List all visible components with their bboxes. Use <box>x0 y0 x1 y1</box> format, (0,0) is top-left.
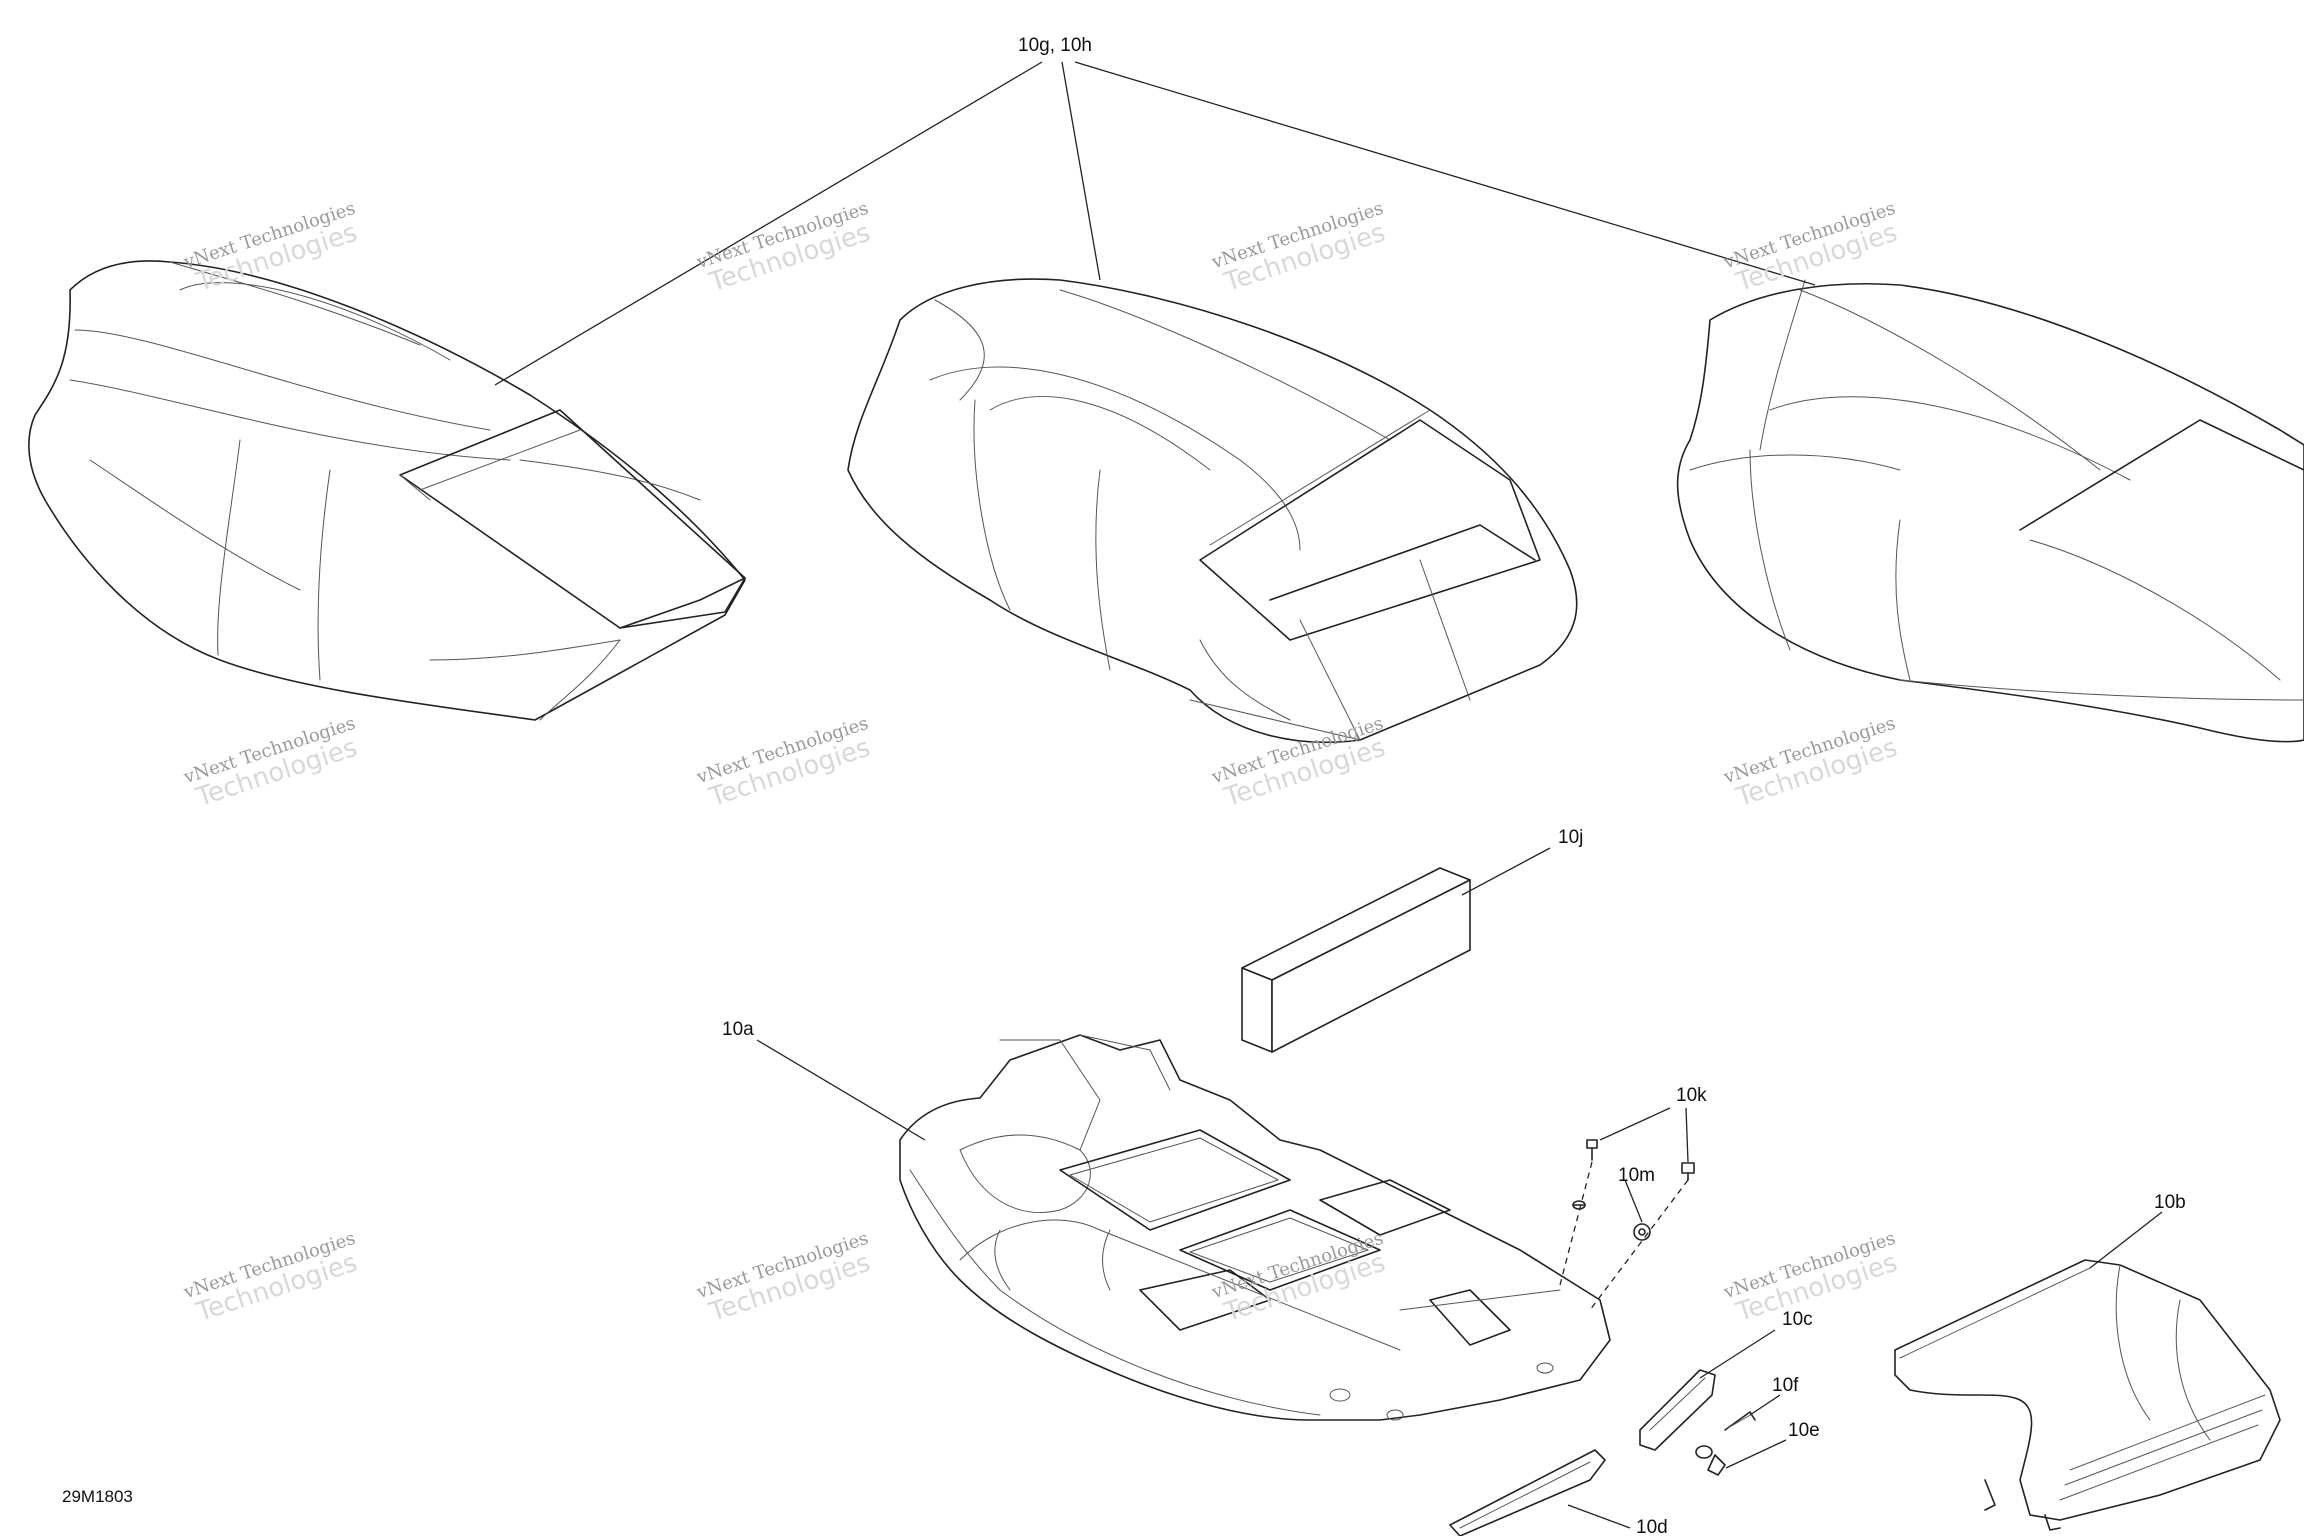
seat-base-10a <box>899 1034 1611 1421</box>
leader-lines <box>494 61 2163 1529</box>
callout-10m: 10m <box>1618 1165 1655 1186</box>
seat-cover-left <box>28 260 746 721</box>
callout-10j: 10j <box>1558 827 1584 848</box>
callout-10b: 10b <box>2154 1192 2186 1213</box>
latch-parts <box>1639 1369 1756 1476</box>
callout-10k: 10k <box>1676 1085 1707 1106</box>
callout-10a: 10a <box>722 1019 754 1040</box>
callout-10f: 10f <box>1772 1375 1799 1396</box>
figure-code: 29M1803 <box>62 1487 133 1506</box>
seat-cover-middle <box>847 278 1578 743</box>
fasteners-10k-10m <box>1572 1139 1695 1241</box>
rear-cover-10b <box>1894 1259 2281 1531</box>
callout-10e: 10e <box>1788 1420 1820 1441</box>
seat-cover-right <box>1676 279 2304 743</box>
callout-10d: 10d <box>1636 1517 1668 1538</box>
callout-10g-10h: 10g, 10h <box>1018 35 1092 56</box>
foam-block-10j <box>1241 867 1471 1053</box>
callout-10c: 10c <box>1782 1309 1813 1330</box>
plate-10d <box>1449 1449 1606 1536</box>
